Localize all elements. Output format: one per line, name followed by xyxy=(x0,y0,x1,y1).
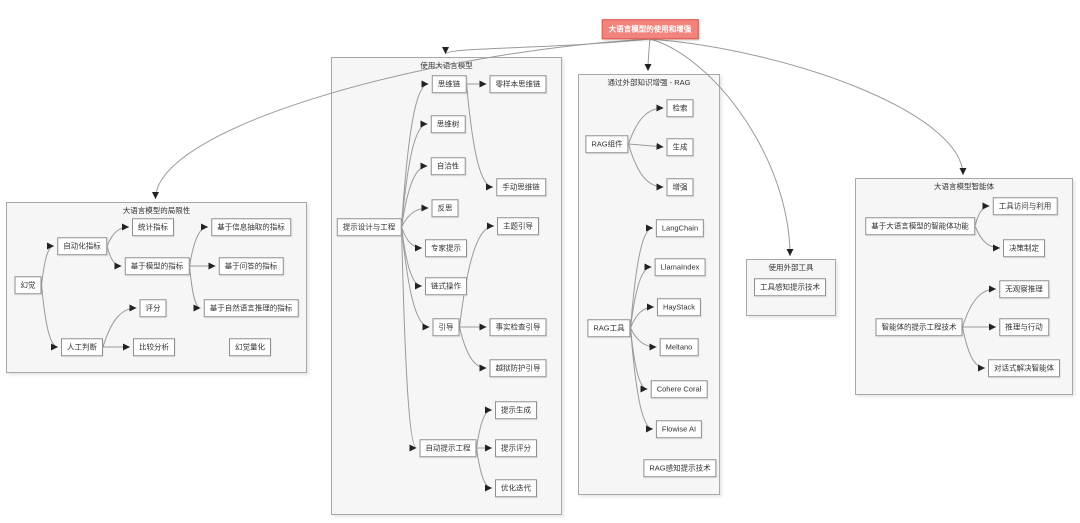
group-title-rag: 通过外部知识增强 - RAG xyxy=(607,78,691,87)
node-ziqia: 自洽性 xyxy=(430,157,466,175)
node-tishipingfen: 提示评分 xyxy=(495,439,537,457)
edge xyxy=(466,83,494,191)
node-gongjuganzhi: 工具感知提示技术 xyxy=(754,278,826,296)
edge xyxy=(106,223,130,247)
node-nli: 基于自然语言推理的指标 xyxy=(203,299,299,317)
node-siweishu: 思维树 xyxy=(430,115,466,133)
node-flowise: Flowise AI xyxy=(655,420,703,438)
edge xyxy=(442,38,651,55)
node-rengong: 人工判断 xyxy=(61,338,103,356)
edge xyxy=(476,447,493,492)
edge xyxy=(476,406,493,449)
edge xyxy=(962,326,986,372)
node-gongjufangwen: 工具访问与利用 xyxy=(992,197,1058,215)
node-jiansuo: 检索 xyxy=(666,99,694,117)
edge xyxy=(630,224,654,329)
group-title-limitations: 大语言模型的局限性 xyxy=(122,206,191,215)
node-zidongtishi: 自动提示工程 xyxy=(419,439,477,457)
edge xyxy=(102,304,137,348)
edge xyxy=(630,327,654,433)
node-xinxichouqu: 基于信息抽取的指标 xyxy=(211,218,291,236)
node-tishisheji: 提示设计与工程 xyxy=(336,218,402,236)
edge xyxy=(459,222,495,328)
edge xyxy=(628,143,664,191)
node-meltano: Meltano xyxy=(659,338,699,356)
node-bijiao: 比较分析 xyxy=(133,338,175,356)
edge xyxy=(974,202,990,227)
edge xyxy=(189,265,201,312)
node-huanjue: 幻觉 xyxy=(14,276,42,294)
group-title-tools: 使用外部工具 xyxy=(768,263,814,272)
edge xyxy=(401,120,428,228)
node-tuilixingdong: 推理与行动 xyxy=(999,318,1049,336)
node-wuguancha: 无观察推理 xyxy=(999,280,1049,298)
edge xyxy=(628,142,664,150)
edge xyxy=(459,326,487,372)
node-lianshi: 链式操作 xyxy=(425,277,467,295)
node-haystack: HayStack xyxy=(656,298,702,316)
node-shishi: 事实检查引导 xyxy=(489,318,547,336)
node-langchain: LangChain xyxy=(655,219,705,237)
edge xyxy=(401,226,417,452)
group-title-agents: 大语言模型智能体 xyxy=(934,182,994,191)
edge xyxy=(401,226,423,252)
edge xyxy=(628,104,664,145)
edge xyxy=(189,223,209,267)
node-shoudong: 手动思维链 xyxy=(496,178,546,196)
node-yindao: 引导 xyxy=(432,318,460,336)
node-ragzujian: RAG组件 xyxy=(585,135,629,153)
edge xyxy=(649,38,794,257)
node-zhuanjia: 专家提示 xyxy=(425,239,467,257)
node-llamaindex: LlamaIndex xyxy=(654,258,706,276)
node-agentgongneng: 基于大语言模型的智能体功能 xyxy=(865,217,975,235)
node-siweilian: 思维链 xyxy=(431,75,467,93)
node-cohere: Cohere Coral xyxy=(650,380,708,398)
node-shengcheng: 生成 xyxy=(666,138,694,156)
root-node: 大语言模型的使用和增强 xyxy=(601,19,699,39)
edge xyxy=(152,38,651,200)
edge xyxy=(630,327,657,351)
node-zidonghua: 自动化指标 xyxy=(57,237,107,255)
node-pingfen: 评分 xyxy=(139,299,167,317)
node-agenttishi: 智能体的提示工程技术 xyxy=(875,318,963,336)
node-duihua: 对话式解决智能体 xyxy=(988,359,1060,377)
edge xyxy=(106,245,122,270)
edge xyxy=(962,285,997,328)
edge xyxy=(401,226,430,331)
node-youhua: 优化迭代 xyxy=(495,479,537,497)
edge xyxy=(974,225,1001,252)
edge xyxy=(401,204,429,228)
node-zengqiang: 增强 xyxy=(666,178,694,196)
edge xyxy=(41,284,59,351)
node-raggongju: RAG工具 xyxy=(587,319,631,337)
edge xyxy=(630,263,652,329)
edge xyxy=(630,303,655,329)
node-wenda: 基于问答的指标 xyxy=(218,257,284,275)
edge xyxy=(401,162,428,228)
node-huanjueliang: 幻觉量化 xyxy=(229,338,271,356)
node-zhuti: 主题引导 xyxy=(497,217,539,235)
edge xyxy=(649,38,967,176)
node-lingyangben: 零样本思维链 xyxy=(489,75,547,93)
node-jiyumoxing: 基于模型的指标 xyxy=(124,257,190,275)
node-yueyu: 越狱防护引导 xyxy=(489,359,547,377)
node-fansi: 反思 xyxy=(431,199,459,217)
edge xyxy=(644,38,652,72)
node-juece: 决策制定 xyxy=(1003,239,1045,257)
edge xyxy=(401,80,429,228)
node-tishishengcheng: 提示生成 xyxy=(495,401,537,419)
edge xyxy=(41,242,55,286)
node-ragganzhi: RAG感知提示技术 xyxy=(643,459,717,477)
node-tongji: 统计指标 xyxy=(132,218,174,236)
